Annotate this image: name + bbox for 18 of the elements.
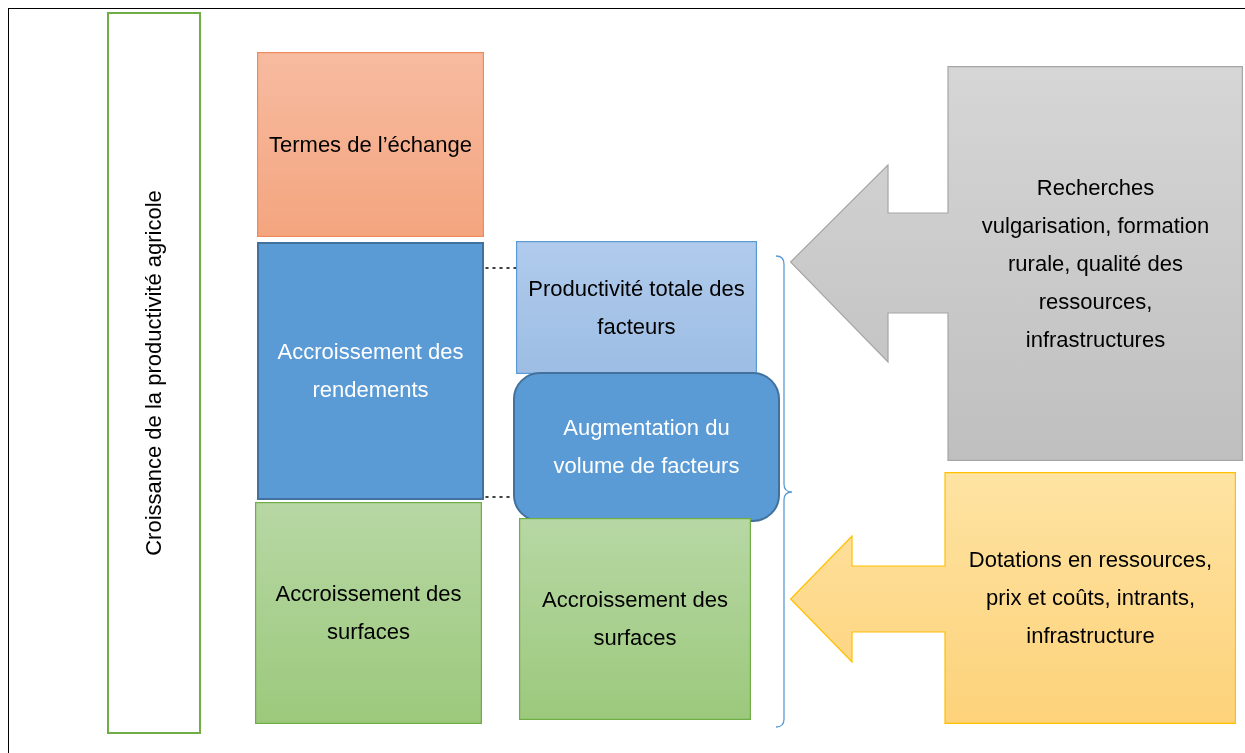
node-text: Termes de l’échange — [268, 130, 473, 159]
rounded-process-box — [513, 372, 780, 522]
process-box — [257, 52, 484, 237]
node-text: Dotations en ressources, prix et coûts, intrants, infrastructure — [967, 546, 1214, 650]
node-text: Accroissement des surfaces — [541, 586, 729, 652]
process-box — [516, 241, 757, 374]
arrow-callout — [790, 472, 1236, 724]
node-text: Productivité totale des facteurs — [527, 274, 746, 341]
process-box — [257, 242, 484, 500]
arrow-callout — [790, 66, 1243, 461]
vertical-label-box — [107, 12, 201, 734]
node-text: Augmentation du volume de facteurs — [552, 414, 741, 480]
node-text: Accroissement des surfaces — [274, 580, 463, 646]
node-text: Accroissement des rendements — [276, 338, 465, 404]
process-box — [255, 502, 482, 724]
node-text: Recherches vulgarisation, formation rurale, qualité des ressources, infrastructures — [980, 173, 1211, 354]
node-text: Croissance de la productivité agricole — [140, 190, 167, 556]
process-box — [519, 518, 751, 720]
